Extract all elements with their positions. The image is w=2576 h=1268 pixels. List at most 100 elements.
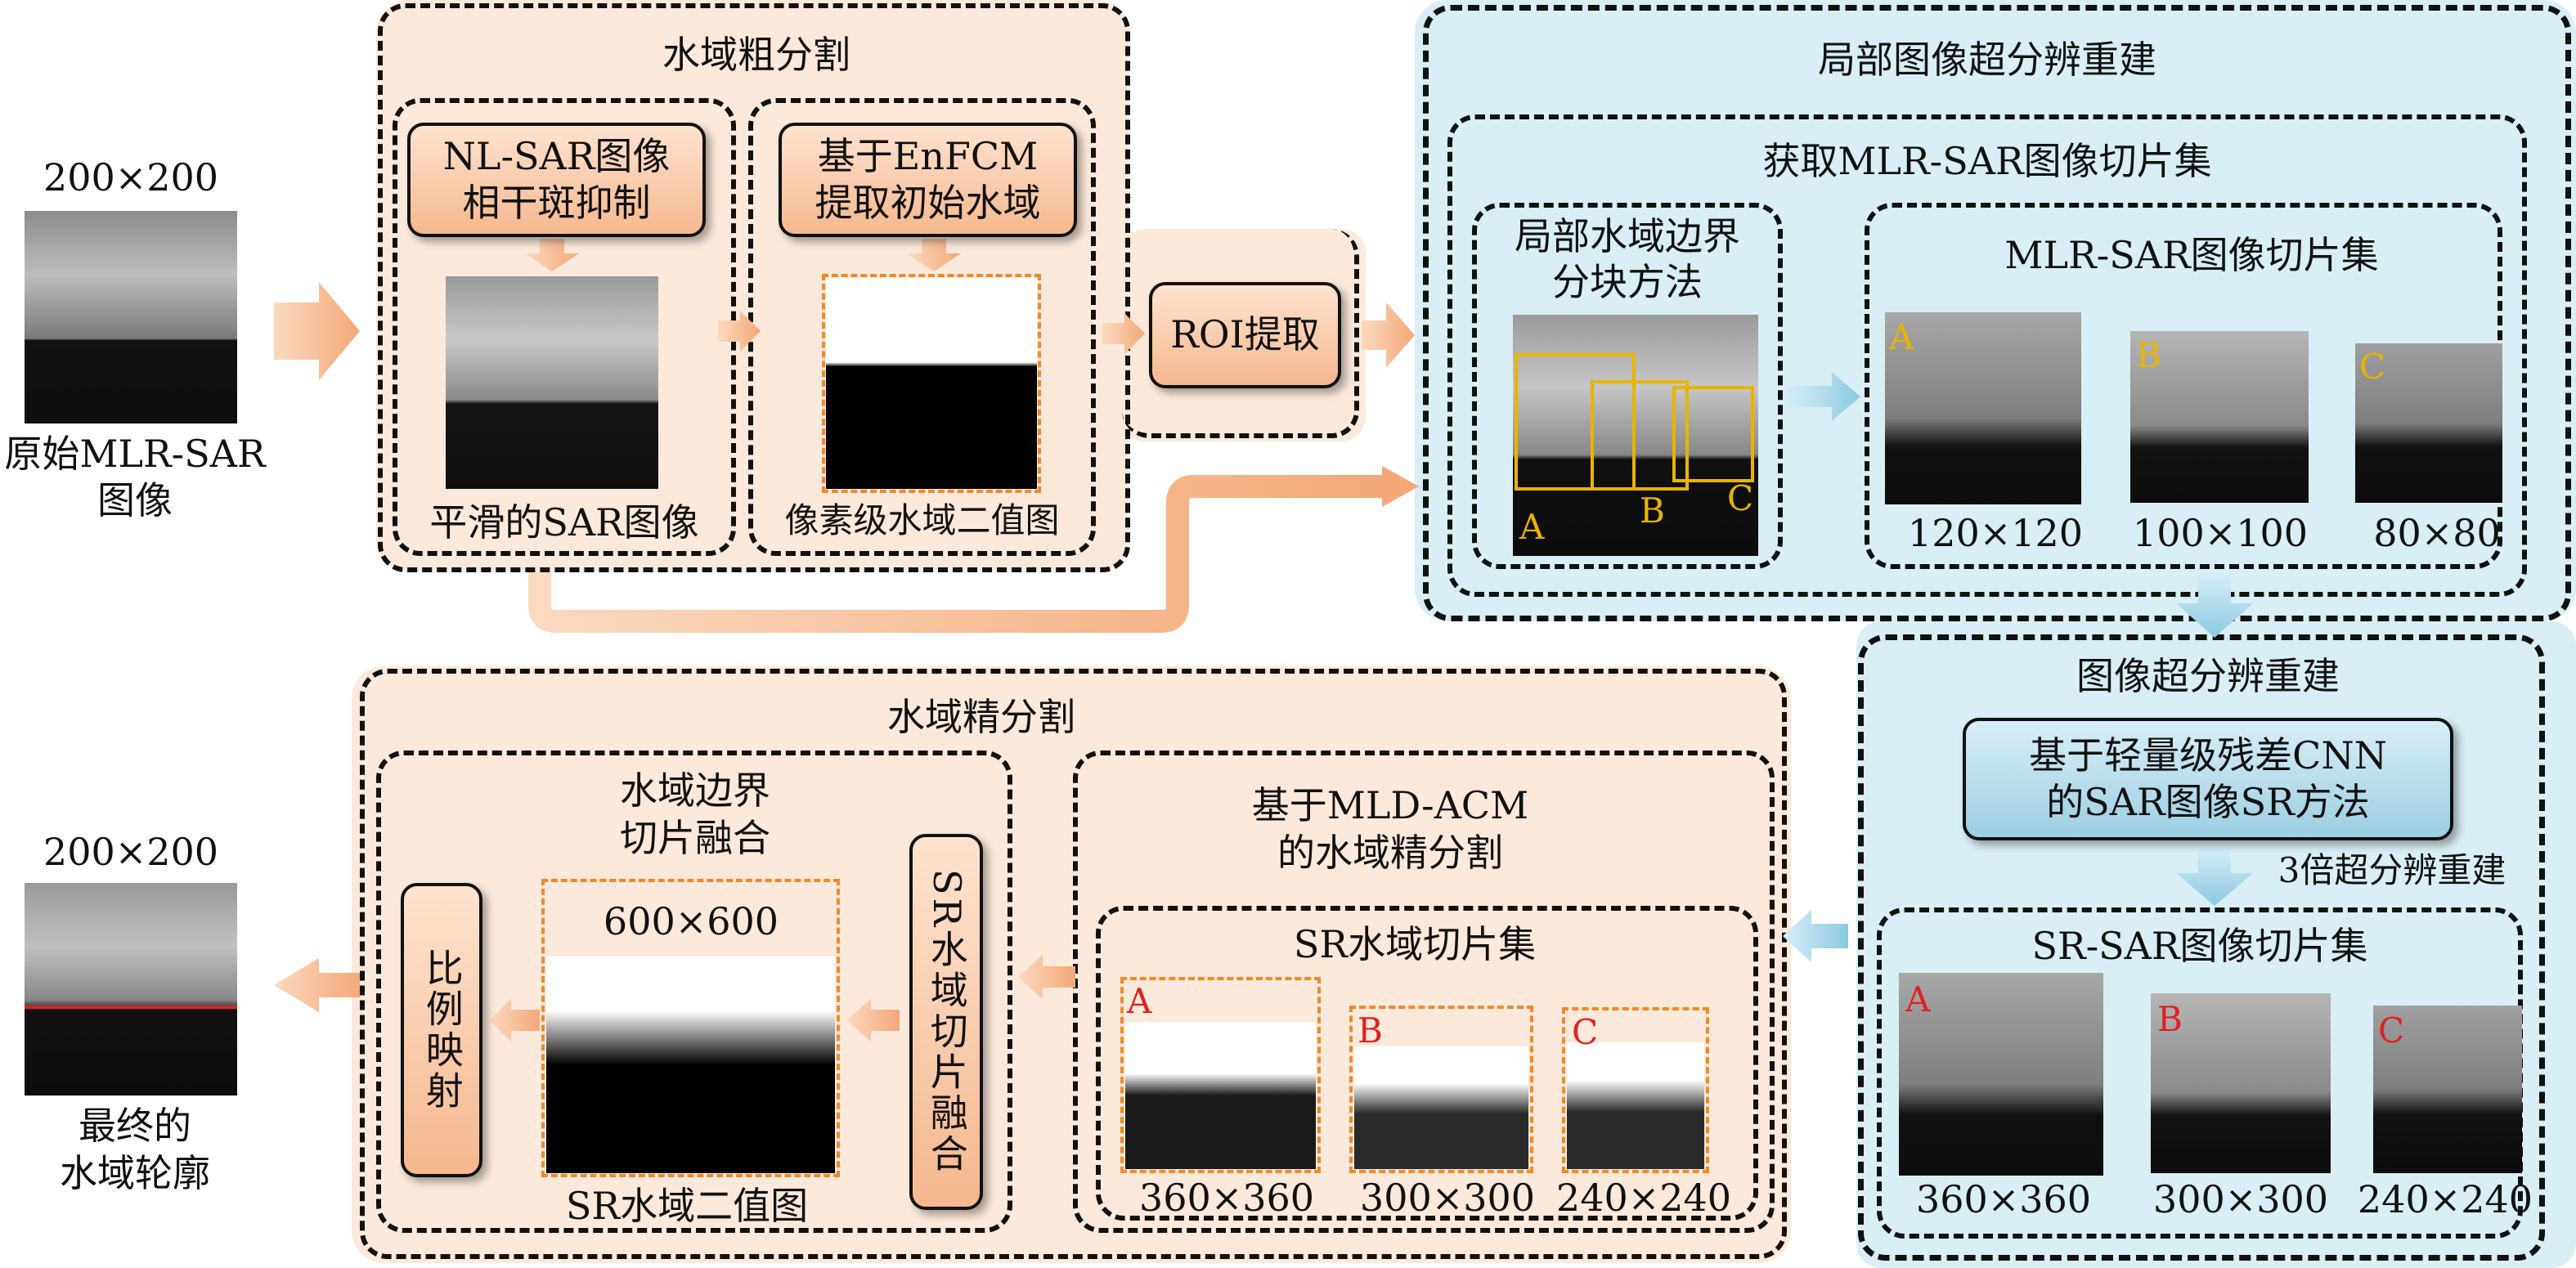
enfcm-box: 基于EnFCM 提取初始水域: [779, 123, 1077, 237]
mld-line2: 的水域精分割: [1277, 831, 1503, 875]
fine-slice-c-frame: [1562, 1007, 1709, 1173]
fine-slice-a-frame: [1120, 977, 1321, 1173]
smoothed-sar-image: [446, 276, 658, 489]
sr-size-c: 240×240: [2357, 1177, 2533, 1221]
fine-slice-b-frame: [1349, 1006, 1533, 1173]
arrow-loop-head: [1382, 466, 1419, 507]
sr-letter-b: B: [2157, 999, 2183, 1039]
fused-binary-image: [546, 957, 835, 1173]
block-letter-c: C: [1727, 478, 1754, 518]
slice-b-image: [2130, 331, 2309, 503]
arrow-sr-fine: [1783, 910, 1848, 962]
method-line2: 分块方法: [1552, 260, 1703, 304]
input-size: 200×200: [43, 155, 219, 199]
slice-size-b: 100×100: [2132, 511, 2309, 555]
arrow-method-slices: [1787, 372, 1860, 421]
sr-method-line1: 基于轻量级残差CNN: [2029, 733, 2387, 777]
denoise-box: NL-SAR图像 相干斑抑制: [407, 123, 706, 237]
slice-letter-a: A: [1889, 317, 1914, 357]
output-label-line1: 最终的: [79, 1104, 191, 1148]
denoise-line2: 相干斑抑制: [462, 181, 651, 225]
fine-slice-a-image: [1125, 1022, 1316, 1169]
sr-scale-label: 3倍超分辨重建: [2278, 850, 2506, 890]
mld-line1: 基于MLD-ACM: [1251, 783, 1529, 827]
fine-letter-a: A: [1127, 981, 1152, 1021]
coarse-title: 水域粗分割: [662, 33, 850, 77]
fusion-line2: 切片融合: [620, 816, 770, 860]
local-panel: [1423, 5, 2571, 621]
sr-panel: [1858, 634, 2545, 1261]
input-sar-image: [25, 211, 237, 423]
roi-box: ROI提取: [1149, 282, 1341, 388]
fine-size-b: 300×300: [1359, 1176, 1536, 1220]
vertical-fusion-label: SR水域切片融合: [924, 868, 969, 1176]
sr-size-b: 300×300: [2152, 1177, 2329, 1221]
output-contour-image: [25, 883, 237, 1095]
arrow-sr-set: [2176, 846, 2253, 906]
output-contour-line: [25, 1006, 237, 1009]
arrow-fused-map: [489, 999, 540, 1042]
arrow-enfcm-down: [907, 239, 961, 271]
sr-slice-a-image: [1899, 973, 2103, 1176]
block-c-frame: [1672, 386, 1754, 482]
fine-panel: [360, 669, 1787, 1259]
sr-method-line2: 的SAR图像SR方法: [2046, 780, 2370, 824]
roi-label: ROI提取: [1170, 312, 1320, 357]
block-b-frame: [1591, 380, 1689, 491]
output-label-line2: 水域轮廓: [60, 1151, 210, 1195]
fused-size: 600×600: [603, 899, 779, 943]
block-a-frame: [1515, 353, 1636, 491]
sr-size-a: 360×360: [1915, 1177, 2092, 1221]
fine-slice-c-image: [1567, 1042, 1704, 1169]
arrow-roi-local: [1362, 302, 1415, 368]
acquire-title: 获取MLR-SAR图像切片集: [1762, 139, 2212, 183]
sr-set-title: SR-SAR图像切片集: [2031, 924, 2368, 968]
coarse-panel: [378, 3, 1130, 572]
fused-label: SR水域二值图: [565, 1184, 809, 1228]
method-subpanel: [1472, 203, 1783, 569]
acquire-panel: [1447, 114, 2527, 597]
arrow-output: [274, 958, 360, 1012]
sr-water-set-title: SR水域切片集: [1293, 922, 1537, 966]
arrow-input: [274, 282, 360, 380]
slice-letter-c: C: [2359, 347, 2386, 387]
input-label-line1: 原始MLR-SAR: [4, 432, 266, 476]
slice-size-a: 120×120: [1907, 511, 2084, 555]
fine-slice-b-image: [1354, 1046, 1528, 1169]
slice-set-title: MLR-SAR图像切片集: [2004, 233, 2379, 277]
arrow-loop: [528, 475, 1382, 633]
sr-slice-b-image: [2151, 993, 2331, 1173]
fine-size-c: 240×240: [1555, 1176, 1732, 1220]
slice-letter-b: B: [2136, 335, 2161, 375]
scale-map-box: 比例映射: [401, 883, 482, 1177]
fine-size-a: 360×360: [1138, 1176, 1315, 1220]
sr-slice-c-image: [2373, 1006, 2522, 1173]
binary-label: 像素级水域二值图: [784, 500, 1060, 540]
arrow-denoise-down: [525, 239, 579, 271]
smooth-label: 平滑的SAR图像: [429, 500, 699, 544]
enfcm-line1: 基于EnFCM: [817, 133, 1039, 178]
scale-map-label: 比例映射: [420, 948, 464, 1112]
slice-a-image: [1885, 312, 2081, 504]
binary-water-image: [826, 278, 1037, 489]
sr-title: 图像超分辨重建: [2076, 654, 2340, 698]
input-label-line2: 图像: [97, 478, 173, 522]
roi-panel: [1122, 229, 1359, 438]
arrow-local-sr: [2176, 572, 2253, 638]
sr-letter-a: A: [1905, 979, 1931, 1019]
slice-size-c: 80×80: [2373, 511, 2501, 555]
vertical-fusion-box: SR水域切片融合: [909, 834, 983, 1210]
fine-letter-b: B: [1358, 1010, 1383, 1051]
sr-letter-c: C: [2378, 1010, 2405, 1051]
fine-letter-c: C: [1572, 1012, 1599, 1052]
arrow-vertical-fusion: [846, 999, 900, 1042]
enfcm-line2: 提取初始水域: [815, 181, 1041, 225]
arrow-binary-roi: [1102, 313, 1145, 354]
slice-c-image: [2355, 343, 2502, 503]
arrow-smooth-right: [718, 311, 761, 352]
sr-water-subpanel: [1096, 906, 1758, 1221]
fine-title: 水域精分割: [887, 695, 1075, 739]
local-title: 局部图像超分辨重建: [1818, 38, 2156, 82]
fusion-subpanel: [376, 750, 1012, 1233]
